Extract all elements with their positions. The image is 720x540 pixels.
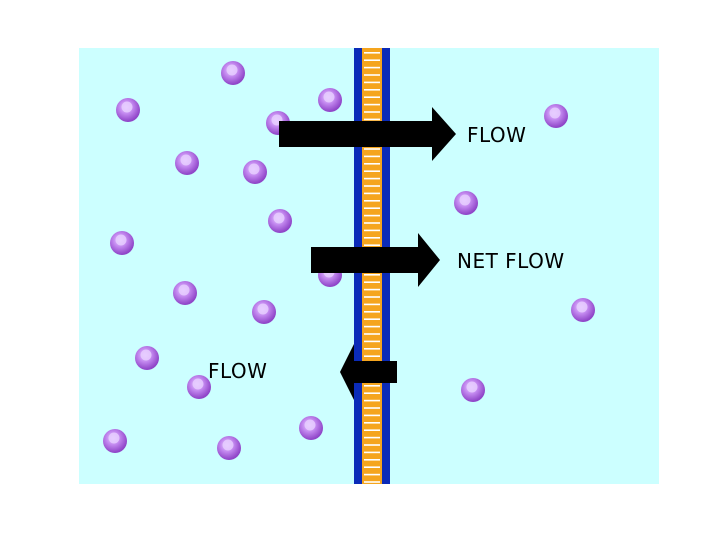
solute-particle xyxy=(268,209,292,233)
membrane-stripe xyxy=(364,200,380,202)
membrane-stripe xyxy=(364,163,380,165)
membrane-stripe xyxy=(364,192,380,195)
solute-particle xyxy=(103,429,127,453)
membrane-stripe xyxy=(364,348,380,350)
membrane-stripe xyxy=(364,81,380,84)
membrane-stripe xyxy=(364,392,380,394)
membrane-stripe xyxy=(364,414,380,417)
membrane-stripe xyxy=(364,74,380,76)
solute-particle xyxy=(221,61,245,85)
membrane-stripe xyxy=(364,399,380,402)
membrane-stripe xyxy=(364,207,380,209)
membrane-stripe xyxy=(364,436,380,439)
solute-particle xyxy=(187,375,211,399)
membrane-stripe xyxy=(364,311,380,313)
membrane-stripe xyxy=(364,274,380,276)
membrane-stripe xyxy=(364,111,380,113)
membrane-stripe xyxy=(364,96,380,98)
net-flow-arrow-right xyxy=(311,233,440,287)
solute-particle xyxy=(299,416,323,440)
membrane-stripe xyxy=(364,340,380,343)
solute-particle xyxy=(243,160,267,184)
membrane-stripe xyxy=(364,466,380,468)
membrane-stripe xyxy=(364,444,380,446)
membrane-stripe xyxy=(364,52,380,54)
membrane-stripe xyxy=(364,103,380,106)
membrane-stripe xyxy=(364,288,380,291)
membrane-stripe xyxy=(364,355,380,357)
solute-particle xyxy=(173,281,197,305)
solute-particle xyxy=(544,104,568,128)
flow-label-top: FLOW xyxy=(467,123,527,147)
solute-particle xyxy=(571,298,595,322)
membrane-stripe xyxy=(364,451,380,454)
flow-arrow-right-top xyxy=(279,107,456,161)
membrane-stripe xyxy=(364,481,380,483)
solute-particle xyxy=(175,151,199,175)
membrane-stripe xyxy=(364,333,380,335)
membrane-stripe xyxy=(364,229,380,232)
membrane-stripe xyxy=(364,281,380,283)
membrane-stripe xyxy=(364,177,380,180)
solute-particle xyxy=(135,346,159,370)
membrane-stripe xyxy=(364,118,380,121)
membrane-stripe xyxy=(364,296,380,298)
membrane-stripe xyxy=(364,222,380,224)
membrane-stripe xyxy=(364,473,380,476)
membrane-stripe xyxy=(364,66,380,69)
net-flow-label: NET FLOW xyxy=(457,249,565,273)
membrane-stripe xyxy=(364,59,380,61)
flow-arrow-left-bottom xyxy=(340,344,397,400)
solute-particle xyxy=(318,88,342,112)
membrane-stripe xyxy=(364,422,380,424)
membrane-stripe xyxy=(364,89,380,91)
membrane-stripe xyxy=(364,459,380,461)
membrane-stripe xyxy=(364,325,380,328)
solute-particle xyxy=(461,378,485,402)
membrane-stripe xyxy=(364,244,380,246)
membrane-stripe xyxy=(364,170,380,172)
solute-particle xyxy=(110,231,134,255)
membrane-stripe xyxy=(364,185,380,187)
membrane-stripe xyxy=(364,429,380,431)
membrane-stripe xyxy=(364,303,380,306)
membrane-stripe xyxy=(364,407,380,409)
solute-particle xyxy=(116,98,140,122)
solute-particle xyxy=(217,436,241,460)
solute-particle xyxy=(252,300,276,324)
membrane-stripe xyxy=(364,237,380,239)
membrane-stripe xyxy=(364,155,380,158)
flow-label-bottom: FLOW xyxy=(208,359,268,383)
membrane-stripe xyxy=(364,385,380,387)
membrane-stripe xyxy=(364,214,380,217)
membrane-stripe xyxy=(364,148,380,150)
membrane-stripe xyxy=(364,318,380,320)
solute-particle xyxy=(454,191,478,215)
